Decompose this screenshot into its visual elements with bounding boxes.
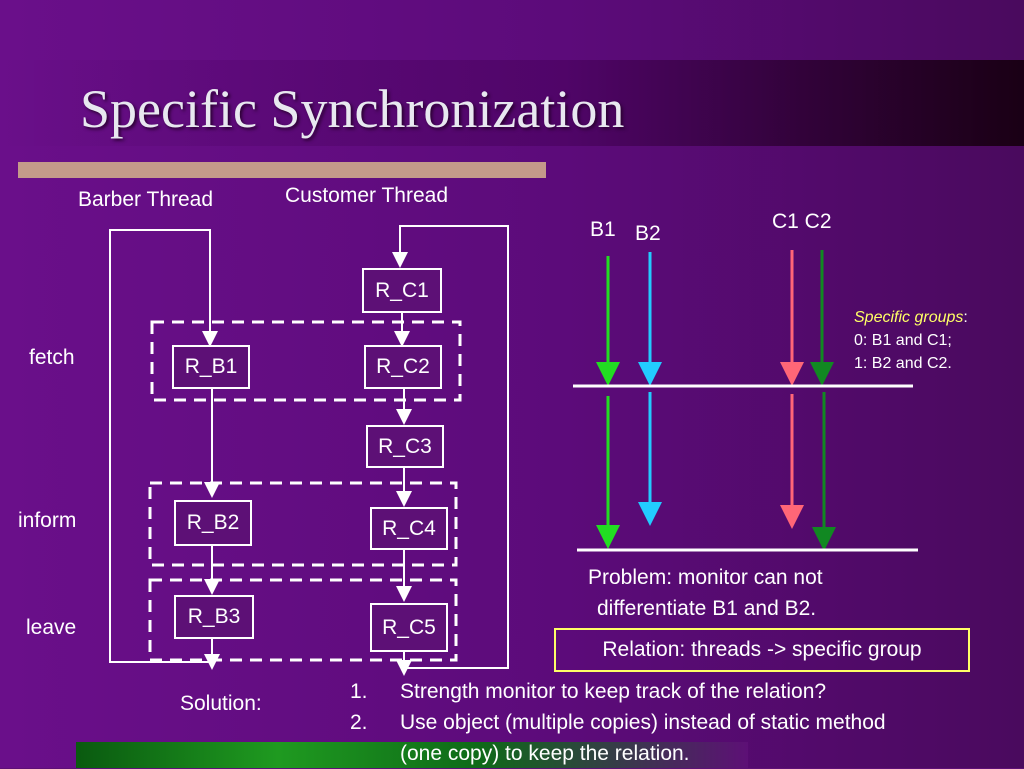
box-r-c5: R_C5 [370,603,448,652]
solution-item-2-num: 2. [350,711,368,734]
box-r-b1: R_B1 [172,345,250,389]
specific-groups-note: Specific groups: 0: B1 and C1; 1: B2 and… [854,306,968,375]
box-r-c1: R_C1 [362,268,442,313]
groups-colon: : [963,309,968,326]
fetch-group-box [150,320,462,402]
solution-list: 1. Strength monitor to keep track of the … [350,676,886,769]
box-r-c2: R_C2 [364,345,442,389]
box-r-b3: R_B3 [174,595,254,639]
bottom-decor-bar [76,742,748,768]
inform-label: inform [18,509,77,532]
groups-line-2: 1: B2 and C2. [854,355,952,372]
inform-group-box [148,481,458,567]
title-band [0,60,1024,146]
relation-box: Relation: threads -> specific group [554,628,970,672]
customer-loop-line [392,225,509,669]
problem-line-2: differentiate B1 and B2. [597,597,817,620]
groups-line-1: 0: B1 and C1; [854,332,952,349]
box-r-b2: R_B2 [174,500,252,546]
barber-loop-line [109,229,218,663]
timeline-label-c1c2: C1 C2 [772,210,832,233]
fetch-label: fetch [29,346,75,369]
timeline-label-b2: B2 [635,222,661,245]
solution-item-1-text: Strength monitor to keep track of the re… [400,680,827,703]
box-r-c3: R_C3 [366,425,444,468]
leave-group-box [148,578,458,662]
title-rule [18,162,546,178]
timeline-label-b1: B1 [590,218,616,241]
solution-item-1: 1. Strength monitor to keep track of the … [350,676,886,707]
solution-item-2: 2. Use object (multiple copies) instead o… [350,707,886,738]
box-r-c4: R_C4 [370,507,448,550]
groups-heading: Specific groups [854,309,964,326]
barber-thread-label: Barber Thread [78,188,214,211]
customer-thread-label: Customer Thread [285,184,449,207]
problem-line-1: Problem: monitor can not [588,566,823,589]
solution-item-1-num: 1. [350,680,368,703]
slide-title: Specific Synchronization [80,79,625,139]
solution-label: Solution: [180,692,262,715]
leave-label: leave [26,616,77,639]
solution-item-2-text: Use object (multiple copies) instead of … [400,711,886,734]
solution-item-2-continuation: (one copy) to keep the relation. [400,742,690,765]
